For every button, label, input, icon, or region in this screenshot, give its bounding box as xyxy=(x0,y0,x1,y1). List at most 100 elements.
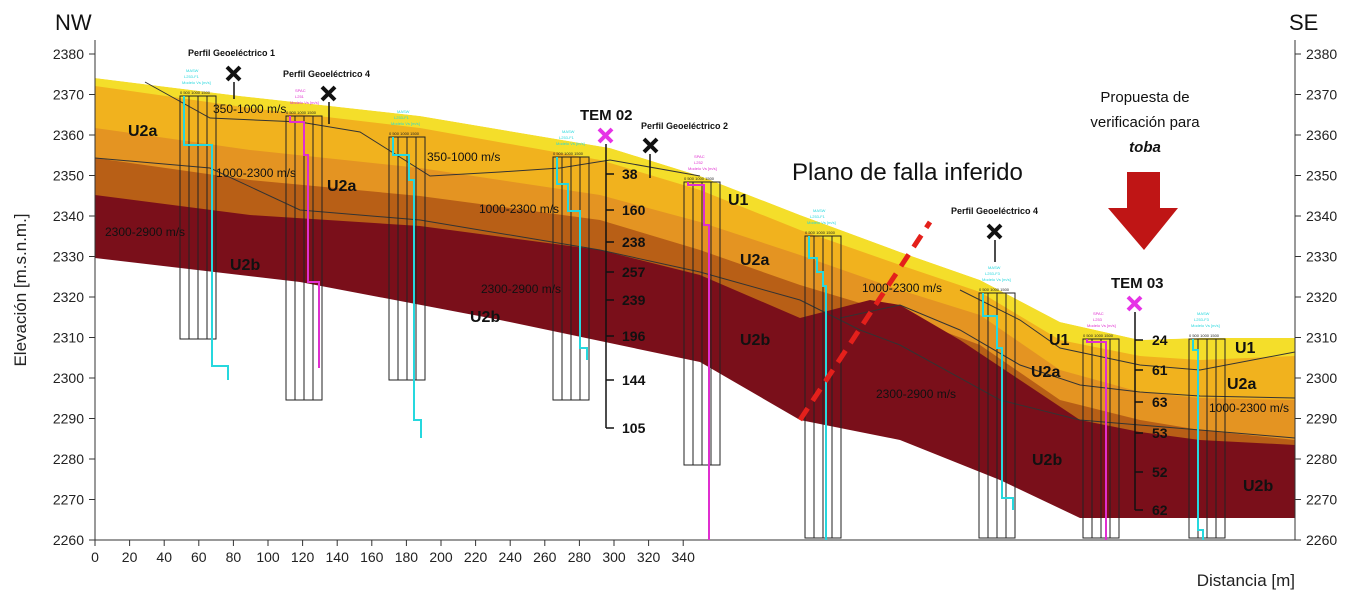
geoelectric-label-4: Perfil Geoeléctrico 4 xyxy=(283,69,370,79)
tem-02-value: 38 xyxy=(622,166,638,182)
y-tick-label: 2340 xyxy=(1306,208,1337,224)
x-tick-label: 160 xyxy=(360,549,384,565)
y-tick-label: 2310 xyxy=(1306,330,1337,346)
velocity-label: 2300-2900 m/s xyxy=(481,282,561,296)
tem-02-value: 144 xyxy=(622,372,646,388)
unit-label-u1: U1 xyxy=(728,192,749,209)
tem-03-value: 53 xyxy=(1152,425,1168,441)
log-labels: MASW L253-F1 Modelo Vs [m/s] 0 500 1000 … xyxy=(180,68,1220,338)
log-label-scale-6: 0 500 1000 1500 xyxy=(805,230,836,235)
log-label-model-5: Modelo Vs [m/s] xyxy=(688,166,717,171)
x-tick-label: 100 xyxy=(256,549,280,565)
log-label-scale-3: 0 500 1000 1500 xyxy=(389,131,420,136)
tem-02-value: 160 xyxy=(622,202,646,218)
log-label-id-2: L251 xyxy=(295,94,305,99)
log-label-model-7: Modelo Vs [m/s] xyxy=(982,277,1011,282)
y-tick-label: 2350 xyxy=(53,168,84,184)
x-tick-label: 40 xyxy=(156,549,172,565)
log-label-model-1: Modelo Vs [m/s] xyxy=(182,80,211,85)
tem-03-title: TEM 03 xyxy=(1111,275,1164,292)
log-label-scale-5: 0 500 1000 1500 xyxy=(684,176,715,181)
log-label-model-2: Modelo Vs [m/s] xyxy=(290,100,319,105)
x-tick-label: 200 xyxy=(429,549,453,565)
cross-marker-icon xyxy=(320,85,337,102)
y-tick-label: 2330 xyxy=(1306,249,1337,265)
x-tick-label: 0 xyxy=(91,549,99,565)
log-label-masw-7: MASW xyxy=(988,265,1001,270)
y-tick-label: 2300 xyxy=(53,370,84,386)
tem-03-value: 52 xyxy=(1152,464,1168,480)
y-tick-label: 2370 xyxy=(53,87,84,103)
y-tick-label: 2270 xyxy=(53,492,84,508)
geoelectric-markers: Perfil Geoeléctrico 1 Perfil Geoeléctric… xyxy=(188,48,1038,262)
x-tick-label: 280 xyxy=(568,549,592,565)
tem-02-value: 239 xyxy=(622,292,646,308)
masw-profile-4 xyxy=(556,157,588,360)
x-tick-label: 80 xyxy=(226,549,242,565)
log-label-masw-1: MASW xyxy=(186,68,199,73)
corner-nw: NW xyxy=(55,10,92,35)
log-label-spac-8: SPAC xyxy=(1093,311,1104,316)
velocity-label: 350-1000 m/s xyxy=(213,102,286,116)
layers xyxy=(94,40,1296,545)
log-label-masw-6: MASW xyxy=(813,208,826,213)
y-tick-label: 2330 xyxy=(53,249,84,265)
x-tick-label: 180 xyxy=(395,549,419,565)
unit-label-u2b: U2b xyxy=(740,332,770,349)
log-label-masw-4: MASW xyxy=(562,129,575,134)
y-tick-label: 2320 xyxy=(53,289,84,305)
proposal-line-3: toba xyxy=(1129,139,1161,156)
masw-profile-9 xyxy=(1192,339,1204,540)
tem-02-value: 238 xyxy=(622,234,646,250)
y-tick-label: 2290 xyxy=(1306,411,1337,427)
y-tick-label: 2260 xyxy=(1306,532,1337,548)
log-label-spac-5: SPAC xyxy=(694,154,705,159)
y-tick-label: 2270 xyxy=(1306,492,1337,508)
tem-03-value: 63 xyxy=(1152,394,1168,410)
velocity-label: 1000-2300 m/s xyxy=(1209,401,1289,415)
geoelectric-label-2: Perfil Geoeléctrico 2 xyxy=(641,121,728,131)
y-tick-label: 2350 xyxy=(1306,168,1337,184)
tem-02-value: 196 xyxy=(622,328,646,344)
masw-profile-1 xyxy=(183,96,229,380)
velocity-label: 1000-2300 m/s xyxy=(862,281,942,295)
velocity-label: 2300-2900 m/s xyxy=(876,387,956,401)
masw-profile-7 xyxy=(982,293,1014,510)
unit-label-u2a: U2a xyxy=(1031,364,1060,381)
cross-marker-icon xyxy=(986,223,1003,240)
y-tick-label: 2260 xyxy=(53,532,84,548)
fault-label: Plano de falla inferido xyxy=(792,159,1023,186)
tem-03-value: 61 xyxy=(1152,362,1168,378)
y-tick-label: 2280 xyxy=(53,451,84,467)
boundary-line-1 xyxy=(144,81,701,177)
spac-profile-5 xyxy=(687,182,710,540)
x-tick-label: 240 xyxy=(499,549,523,565)
x-tick-label: 140 xyxy=(326,549,350,565)
x-axis-title: Distancia [m] xyxy=(1197,571,1295,590)
log-label-id-5: L252 xyxy=(694,160,704,165)
y-ticks-left: 2380237023602350234023302320231023002290… xyxy=(53,46,95,548)
section-base-mask xyxy=(95,258,1295,545)
velocity-label: 1000-2300 m/s xyxy=(216,166,296,180)
velocity-labels: 350-1000 m/s 350-1000 m/s 1000-2300 m/s … xyxy=(105,102,1289,415)
tem-02-value: 105 xyxy=(622,420,646,436)
unit-labels: U2a U2a U2a U2a U2a U2b U2b U2b U2b U2b … xyxy=(128,123,1273,495)
log-label-scale-4: 0 500 1000 1500 xyxy=(553,151,584,156)
geoelectric-label-1: Perfil Geoeléctrico 1 xyxy=(188,48,275,58)
log-label-masw-9: MASW xyxy=(1197,311,1210,316)
verification-proposal: Propuesta de verificación para toba xyxy=(1090,89,1200,250)
log-label-model-9: Modelo Vs [m/s] xyxy=(1191,323,1220,328)
y-axis-title: Elevación [m.s.n.m.] xyxy=(11,213,30,366)
boundary-line-2 xyxy=(94,157,1296,439)
spac-profile-8 xyxy=(1086,339,1107,540)
down-arrow-icon xyxy=(1108,172,1178,250)
y-tick-label: 2310 xyxy=(53,330,84,346)
unit-label-u2b: U2b xyxy=(230,257,260,274)
x-tick-label: 120 xyxy=(291,549,315,565)
geoelectric-label-4b: Perfil Geoeléctrico 4 xyxy=(951,206,1038,216)
unit-label-u2b: U2b xyxy=(1032,452,1062,469)
log-label-scale-1: 0 500 1000 1500 xyxy=(180,90,211,95)
